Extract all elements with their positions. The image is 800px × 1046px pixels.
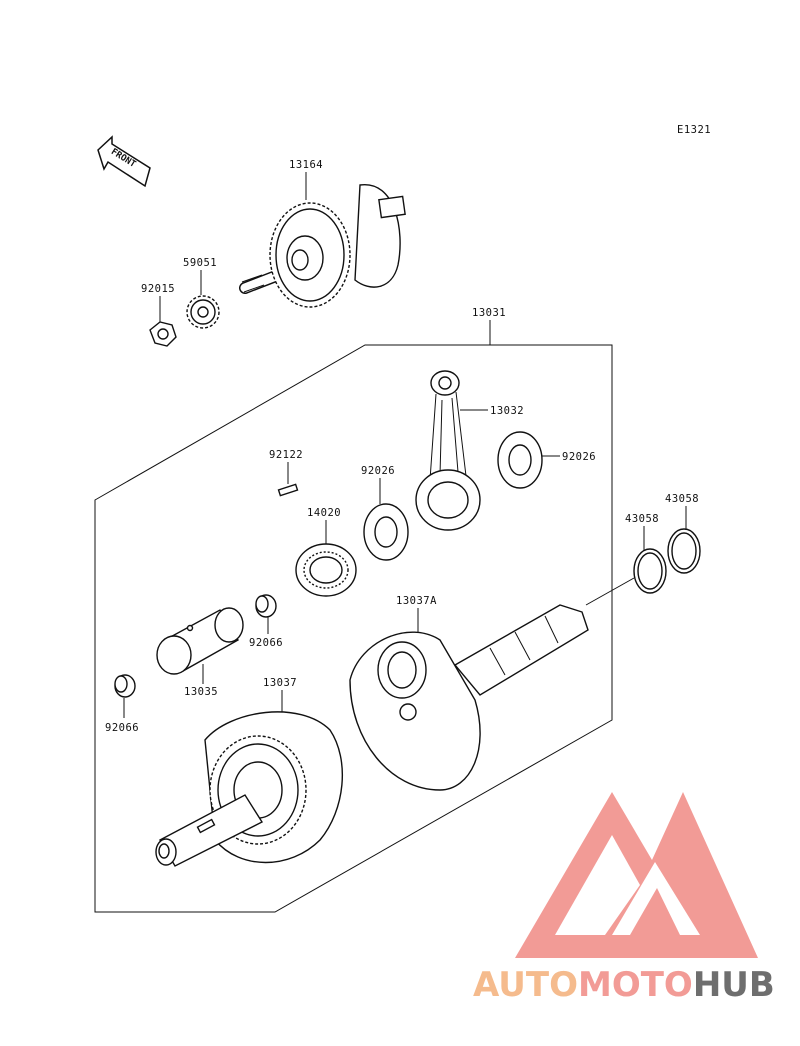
label-92122: 92122 — [269, 449, 303, 461]
label-59051: 59051 — [183, 257, 217, 269]
gear-59051 — [186, 295, 220, 329]
label-43058-left: 43058 — [625, 513, 659, 525]
label-92066-lower: 92066 — [105, 722, 139, 734]
label-92015: 92015 — [141, 283, 175, 295]
ring-43058-left — [633, 548, 667, 594]
label-92026-left: 92026 — [361, 465, 395, 477]
washer-92026-left — [363, 503, 409, 561]
label-92026-right: 92026 — [562, 451, 596, 463]
label-14020: 14020 — [307, 507, 341, 519]
svg-text:AUTOMOTOHUB: AUTOMOTOHUB — [473, 965, 775, 1005]
front-arrow-icon: FRONT — [97, 135, 151, 188]
nut-92015 — [149, 321, 177, 347]
crankshaft-half-13037 — [155, 711, 344, 867]
crankshaft-half-13037A — [349, 604, 589, 791]
label-13037A: 13037A — [396, 595, 437, 607]
watermark-text-moto: MOTO — [578, 965, 693, 1005]
needle-bearing-14020 — [295, 543, 357, 597]
label-13031: 13031 — [472, 307, 506, 319]
label-92066-upper: 92066 — [249, 637, 283, 649]
bushing-92066-lower — [114, 674, 136, 698]
label-13032: 13032 — [490, 405, 524, 417]
label-13035: 13035 — [184, 686, 218, 698]
crank-pin-13035 — [156, 607, 244, 675]
automotohub-watermark: AUTOMOTOHUB — [473, 792, 775, 1005]
washer-92026-right — [497, 431, 543, 489]
label-13164: 13164 — [289, 159, 323, 171]
connecting-rod-13032 — [415, 370, 481, 531]
pin-92122 — [277, 483, 299, 497]
watermark-text-auto: AUTO — [473, 965, 578, 1005]
label-43058-right: 43058 — [665, 493, 699, 505]
watermark-text-hub: HUB — [693, 965, 775, 1005]
bushing-92066-upper — [255, 594, 277, 618]
assembly-box-13031 — [94, 344, 613, 913]
ring-43058-right — [667, 528, 701, 574]
balancer-shaft-13164 — [239, 184, 406, 308]
label-13037: 13037 — [263, 677, 297, 689]
diagram-code: E1321 — [677, 124, 711, 136]
